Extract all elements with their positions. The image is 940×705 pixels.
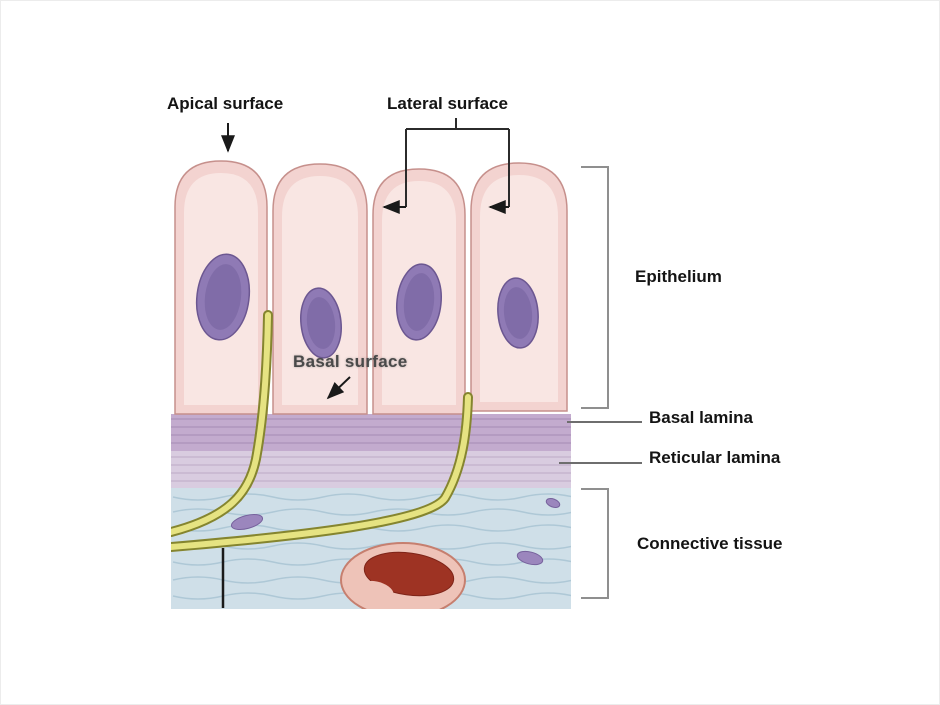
nerve-fiber [171,312,271,535]
nerve-fibers [171,310,473,552]
connective-tissue-bracket [581,488,609,599]
fibroblast-cell [516,550,544,566]
nucleus-texture [403,273,435,331]
reticular-lamina-label: Reticular lamina [649,448,781,467]
lateral-surface-connector [405,118,510,207]
apical-surface-label: Apical surface [167,94,284,113]
basal-lamina-texture [171,418,571,444]
annotations [221,118,642,608]
fibroblast-cells [230,498,561,566]
nerve-fiber [171,394,471,550]
connective-tissue-label: Connective tissue [637,534,783,553]
fibroblast-cell [545,498,561,508]
nucleus-texture [503,287,533,339]
blood-vessel [340,542,466,609]
basal-lamina-band [171,414,571,451]
fibroblast-cell [230,513,264,531]
epithelium-label: Epithelium [635,267,722,286]
reticular-lamina-texture [171,456,571,482]
nucleus-texture [204,264,242,330]
vessel-lumen [363,551,455,597]
vessel-wall-notch [362,580,394,600]
lateral-surface-label: Lateral surface [387,94,508,113]
basal-surface-arrow [326,376,351,400]
nucleus-texture [306,297,336,349]
basal-lamina-label: Basal lamina [649,408,753,427]
epithelium-bracket [581,166,609,409]
epithelium-cells [174,160,568,415]
basal-surface-label: Basal surface [293,352,408,371]
